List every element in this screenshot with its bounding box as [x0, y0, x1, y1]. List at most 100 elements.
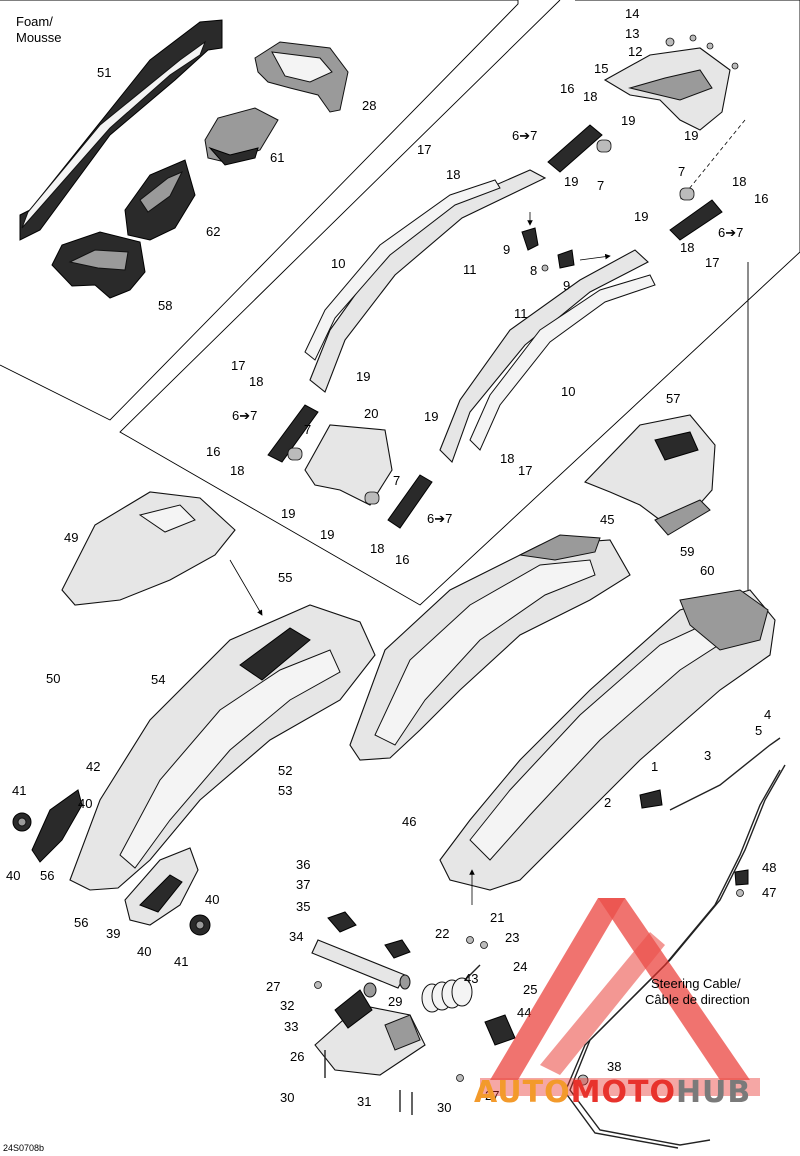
callout-56a: 56 [40, 868, 54, 883]
callout-16b: 16 [754, 191, 768, 206]
callout-59: 59 [680, 544, 694, 559]
callout-9a: 9 [503, 242, 510, 257]
callout-62: 62 [206, 224, 220, 239]
upper-group-frame [119, 0, 800, 606]
watermark-text: AUTOMOTOHUB [474, 1075, 751, 1110]
callout-18c: 18 [732, 174, 746, 189]
callout-4: 4 [764, 707, 771, 722]
callout-67d: 6➔7 [427, 511, 452, 526]
callout-34: 34 [289, 929, 303, 944]
callout-27a: 27 [266, 979, 280, 994]
watermark-part-moto: MOTO [571, 1075, 676, 1110]
callout-32: 32 [280, 998, 294, 1013]
cover-57 [584, 414, 716, 536]
callout-67c: 6➔7 [232, 408, 257, 423]
callout-17a: 17 [417, 142, 431, 157]
base-26 [314, 982, 426, 1076]
callout-51: 51 [97, 65, 111, 80]
callout-19c: 19 [684, 128, 698, 143]
callout-10a: 10 [331, 256, 345, 271]
knob-41-left [12, 812, 32, 832]
callout-61: 61 [270, 150, 284, 165]
callout-47: 47 [762, 885, 776, 900]
frame-45 [349, 534, 631, 761]
foam-part-28 [254, 41, 349, 113]
spring-43 [421, 964, 481, 1013]
foam-part-58 [51, 231, 146, 299]
clip-48 [734, 869, 749, 897]
callout-16d: 16 [395, 552, 409, 567]
callout-11a: 11 [463, 262, 477, 277]
callout-19e: 19 [356, 369, 370, 384]
clip-9-right [557, 249, 575, 269]
callout-43: 43 [464, 971, 478, 986]
rail-pair-right [439, 249, 656, 464]
callout-41a: 41 [12, 783, 26, 798]
callout-56b: 56 [74, 915, 88, 930]
callout-7a: 7 [597, 178, 604, 193]
callout-10b: 10 [561, 384, 575, 399]
callout-21: 21 [490, 910, 504, 925]
callout-48: 48 [762, 860, 776, 875]
bumper-44 [484, 1014, 516, 1046]
dashed-guide-steering [679, 119, 746, 201]
callout-30a: 30 [280, 1090, 294, 1105]
callout-17b: 17 [705, 255, 719, 270]
foam-part-51 [19, 19, 223, 241]
callout-1: 1 [651, 759, 658, 774]
callout-18h: 18 [370, 541, 384, 556]
callout-18g: 18 [500, 451, 514, 466]
callout-17c: 17 [231, 358, 245, 373]
callout-57: 57 [666, 391, 680, 406]
callout-11b: 11 [514, 306, 528, 321]
callout-7b: 7 [678, 164, 685, 179]
callout-25: 25 [523, 982, 537, 997]
callout-37: 37 [296, 877, 310, 892]
callout-9b: 9 [563, 278, 570, 293]
shroud-54 [69, 604, 376, 891]
callout-67a: 6➔7 [512, 128, 537, 143]
grip-lower-right-6 [387, 474, 433, 529]
callout-8: 8 [530, 263, 537, 278]
steering-cable [564, 764, 786, 1149]
foam-label-line2: Mousse [16, 30, 62, 45]
callout-38: 38 [607, 1059, 621, 1074]
callout-16c: 16 [206, 444, 220, 459]
callout-23: 23 [505, 930, 519, 945]
callout-60: 60 [700, 563, 714, 578]
callout-19f: 19 [424, 409, 438, 424]
callout-7d: 7 [393, 473, 400, 488]
clip-9-left [521, 227, 549, 272]
foam-label-line1: Foam/ [16, 14, 53, 29]
callout-20: 20 [364, 406, 378, 421]
panel-39 [124, 847, 199, 926]
callout-33: 33 [284, 1019, 298, 1034]
callout-19a: 19 [621, 113, 635, 128]
grip-upper-6 [547, 124, 612, 173]
callout-24: 24 [513, 959, 527, 974]
callout-41b: 41 [174, 954, 188, 969]
callout-19g: 19 [281, 506, 295, 521]
grip-lower-left-6 [267, 404, 319, 463]
callout-14: 14 [625, 6, 639, 21]
callout-19h: 19 [320, 527, 334, 542]
callout-30b: 30 [437, 1100, 451, 1115]
callout-19d: 19 [634, 209, 648, 224]
panel-42 [31, 789, 83, 863]
callout-28: 28 [362, 98, 376, 113]
callout-58: 58 [158, 298, 172, 313]
bracket-20 [304, 424, 393, 506]
callout-45: 45 [600, 512, 614, 527]
callout-50: 50 [46, 671, 60, 686]
callout-40c: 40 [205, 892, 219, 907]
callout-67b: 6➔7 [718, 225, 743, 240]
callout-22: 22 [435, 926, 449, 941]
callout-7c: 7 [304, 422, 311, 437]
foam-part-62 [124, 159, 196, 241]
callout-15: 15 [594, 61, 608, 76]
callout-29: 29 [388, 994, 402, 1009]
callout-16a: 16 [560, 81, 574, 96]
callout-19b: 19 [564, 174, 578, 189]
callout-18b: 18 [446, 167, 460, 182]
